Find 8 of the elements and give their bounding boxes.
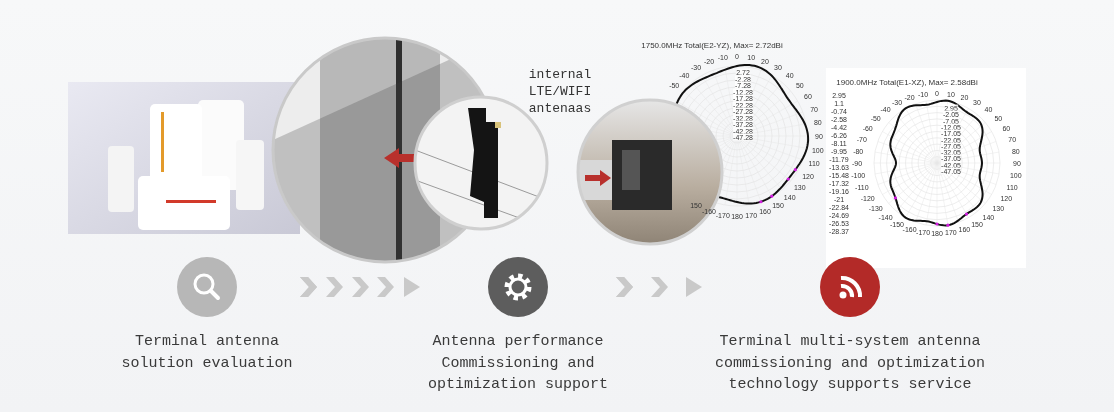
step-label: Terminal multi-system antenna commissioning and optimization technology supports service bbox=[713, 332, 986, 395]
chevron-arrow bbox=[615, 277, 703, 297]
step-label: Antenna performance Commissioning and optimization support bbox=[427, 332, 609, 395]
chart-title: 1900.0MHz Total(E1-XZ), Max= 2.58dBi bbox=[836, 79, 978, 87]
chart-title: 1750.0MHz Total(E2-YZ), Max= 2.72dBi bbox=[641, 42, 783, 50]
step-label: Terminal antenna solution evaluation bbox=[120, 332, 294, 374]
chevron-arrow bbox=[299, 277, 421, 297]
annotation-text: internal LTE/WIFI antenaas bbox=[527, 66, 593, 117]
